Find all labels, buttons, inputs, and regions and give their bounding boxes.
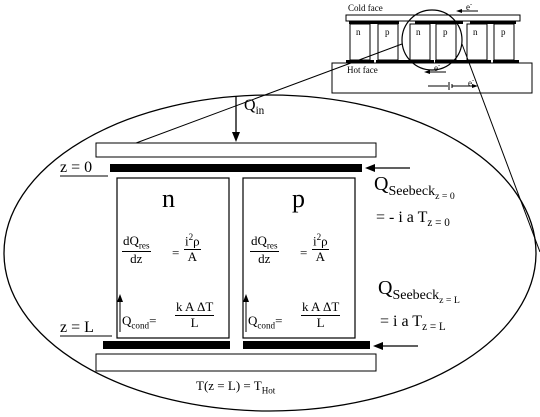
p-i2rho-fraction: i2ρ A (312, 232, 329, 265)
main-ellipse (3, 94, 537, 412)
seebeck-zL-eq: = i a Tz = L (380, 313, 446, 334)
p-kadt-fraction: k A ΔT L (301, 299, 341, 330)
p-leg (242, 177, 356, 339)
inset-leg-label: p (501, 27, 506, 37)
bottom-plate (95, 353, 377, 372)
inset-bottom-conductor (493, 60, 519, 63)
zoom-line-right (461, 43, 540, 253)
n-i2rho-fraction: i2ρ A (184, 232, 201, 265)
n-equals: = (172, 245, 180, 260)
n-leg (116, 177, 230, 339)
inset-leg-label: p (385, 27, 390, 37)
bottom-conductor-p (243, 341, 370, 349)
inset-hot-plate (331, 62, 533, 94)
inset-bottom-conductor (376, 60, 434, 63)
n-qcond-label: Qcond= (122, 313, 157, 331)
p-dq-fraction: dQres dz (250, 233, 279, 267)
q-in-label: Qin (244, 97, 265, 118)
top-conductor (110, 164, 362, 172)
n-kadt-fraction: k A ΔT L (175, 299, 215, 330)
electron-label-bottom: e- (468, 77, 475, 88)
bottom-conductor-n (103, 341, 230, 349)
inset-leg-label: n (416, 27, 421, 37)
inset-top-conductor (470, 21, 516, 24)
electron-label-mid: e- (434, 62, 441, 73)
hot-face-label: Hot face (347, 65, 378, 75)
inset-zoom-circle (401, 9, 463, 71)
inset-leg-label: n (356, 27, 361, 37)
inset-top-conductor (349, 21, 399, 24)
zL-label: z = L (60, 319, 94, 336)
inset-leg-label: n (473, 27, 478, 37)
inset-top-conductor (415, 21, 463, 24)
z0-label: z = 0 (60, 159, 93, 176)
n-leg-label: n (162, 184, 175, 213)
n-dq-fraction: dQres dz (122, 233, 151, 267)
inset-module (331, 9, 533, 94)
seebeck-z0-eq: = - i a Tz = 0 (376, 209, 450, 230)
p-leg-label: p (292, 184, 305, 213)
electron-label-top: e- (466, 1, 473, 12)
seebeck-z0-label: QSeebeckz = 0 (374, 173, 455, 202)
inset-cold-plate (345, 14, 521, 22)
inset-bottom-conductor (435, 60, 491, 63)
inset-bottom-conductor (346, 60, 374, 63)
seebeck-zL-label: QSeebeckz = L (378, 277, 460, 306)
p-equals: = (300, 245, 308, 260)
cold-face-label: Cold face (348, 3, 383, 13)
t-hot-label: T(z = L) = THot (196, 378, 276, 396)
p-qcond-label: Qcond= (248, 313, 283, 331)
top-plate (95, 142, 377, 158)
inset-leg-label: p (443, 27, 448, 37)
